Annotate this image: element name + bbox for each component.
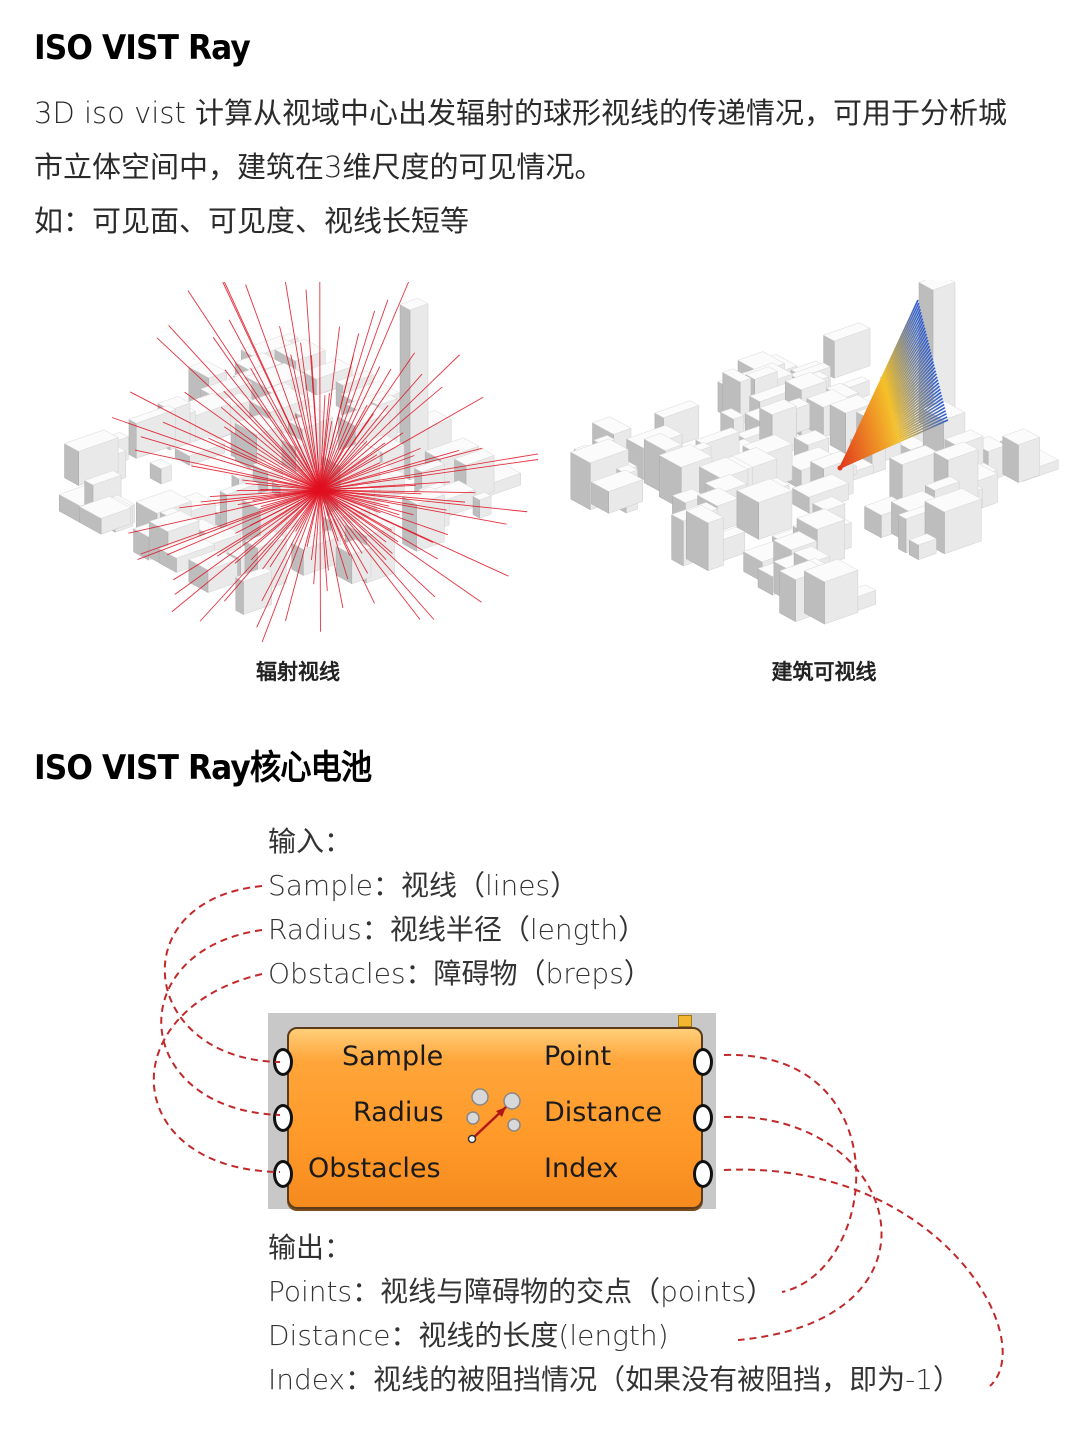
section-title-iso-vist-ray: ISO VIST Ray [34,28,251,68]
output-description-points: Points：视线与障碍物的交点（points） [268,1275,775,1308]
output-description-distance: Distance：视线的长度(length) [268,1319,669,1352]
wire-obstacles [153,973,281,1173]
component-flag-icon [678,1015,692,1027]
output-label-index: Index [544,1153,619,1184]
grasshopper-iso-vist-ray-component[interactable]: Sample Radius Obstacles Point Distance I… [268,1013,716,1209]
output-label-point: Point [544,1041,612,1072]
wire-point [723,1053,858,1293]
input-port-sample[interactable] [273,1048,293,1076]
isovist-ray-icon [466,1088,521,1144]
wire-sample [163,885,281,1063]
output-port-distance[interactable] [693,1104,713,1132]
input-label-radius: Radius [353,1097,444,1128]
figure-caption-radiating-rays: 辐射视线 [256,660,340,684]
input-port-obstacles[interactable] [273,1160,293,1188]
figure-caption-building-visibility: 建筑可视线 [771,660,877,684]
intro-line: 如：可见面、可见度、视线长短等 [34,204,470,238]
section-title-core-component: ISO VIST Ray核心电池 [34,748,372,788]
input-description-obstacles: Obstacles：障碍物（breps） [268,957,652,990]
output-label-distance: Distance [544,1097,663,1128]
input-description-radius: Radius：视线半径（length） [268,913,647,946]
outputs-heading: 输出： [268,1231,353,1264]
building-visibility-city-render [548,274,1068,650]
wire-radius [160,929,281,1116]
input-label-sample: Sample [342,1041,444,1072]
input-description-sample: Sample：视线（lines） [268,869,579,902]
radiating-rays-city-render [20,280,540,650]
output-port-point[interactable] [693,1048,713,1076]
output-port-index[interactable] [693,1160,713,1188]
intro-line: 3D iso vist 计算从视域中心出发辐射的球形视线的传递情况，可用于分析城 [34,96,1008,130]
input-port-radius[interactable] [273,1104,293,1132]
intro-line: 市立体空间中，建筑在3维尺度的可见情况。 [34,150,604,184]
output-description-index: Index：视线的被阻挡情况（如果没有被阻挡，即为-1） [268,1363,962,1396]
input-label-obstacles: Obstacles [308,1153,441,1184]
inputs-heading: 输入： [268,825,353,858]
